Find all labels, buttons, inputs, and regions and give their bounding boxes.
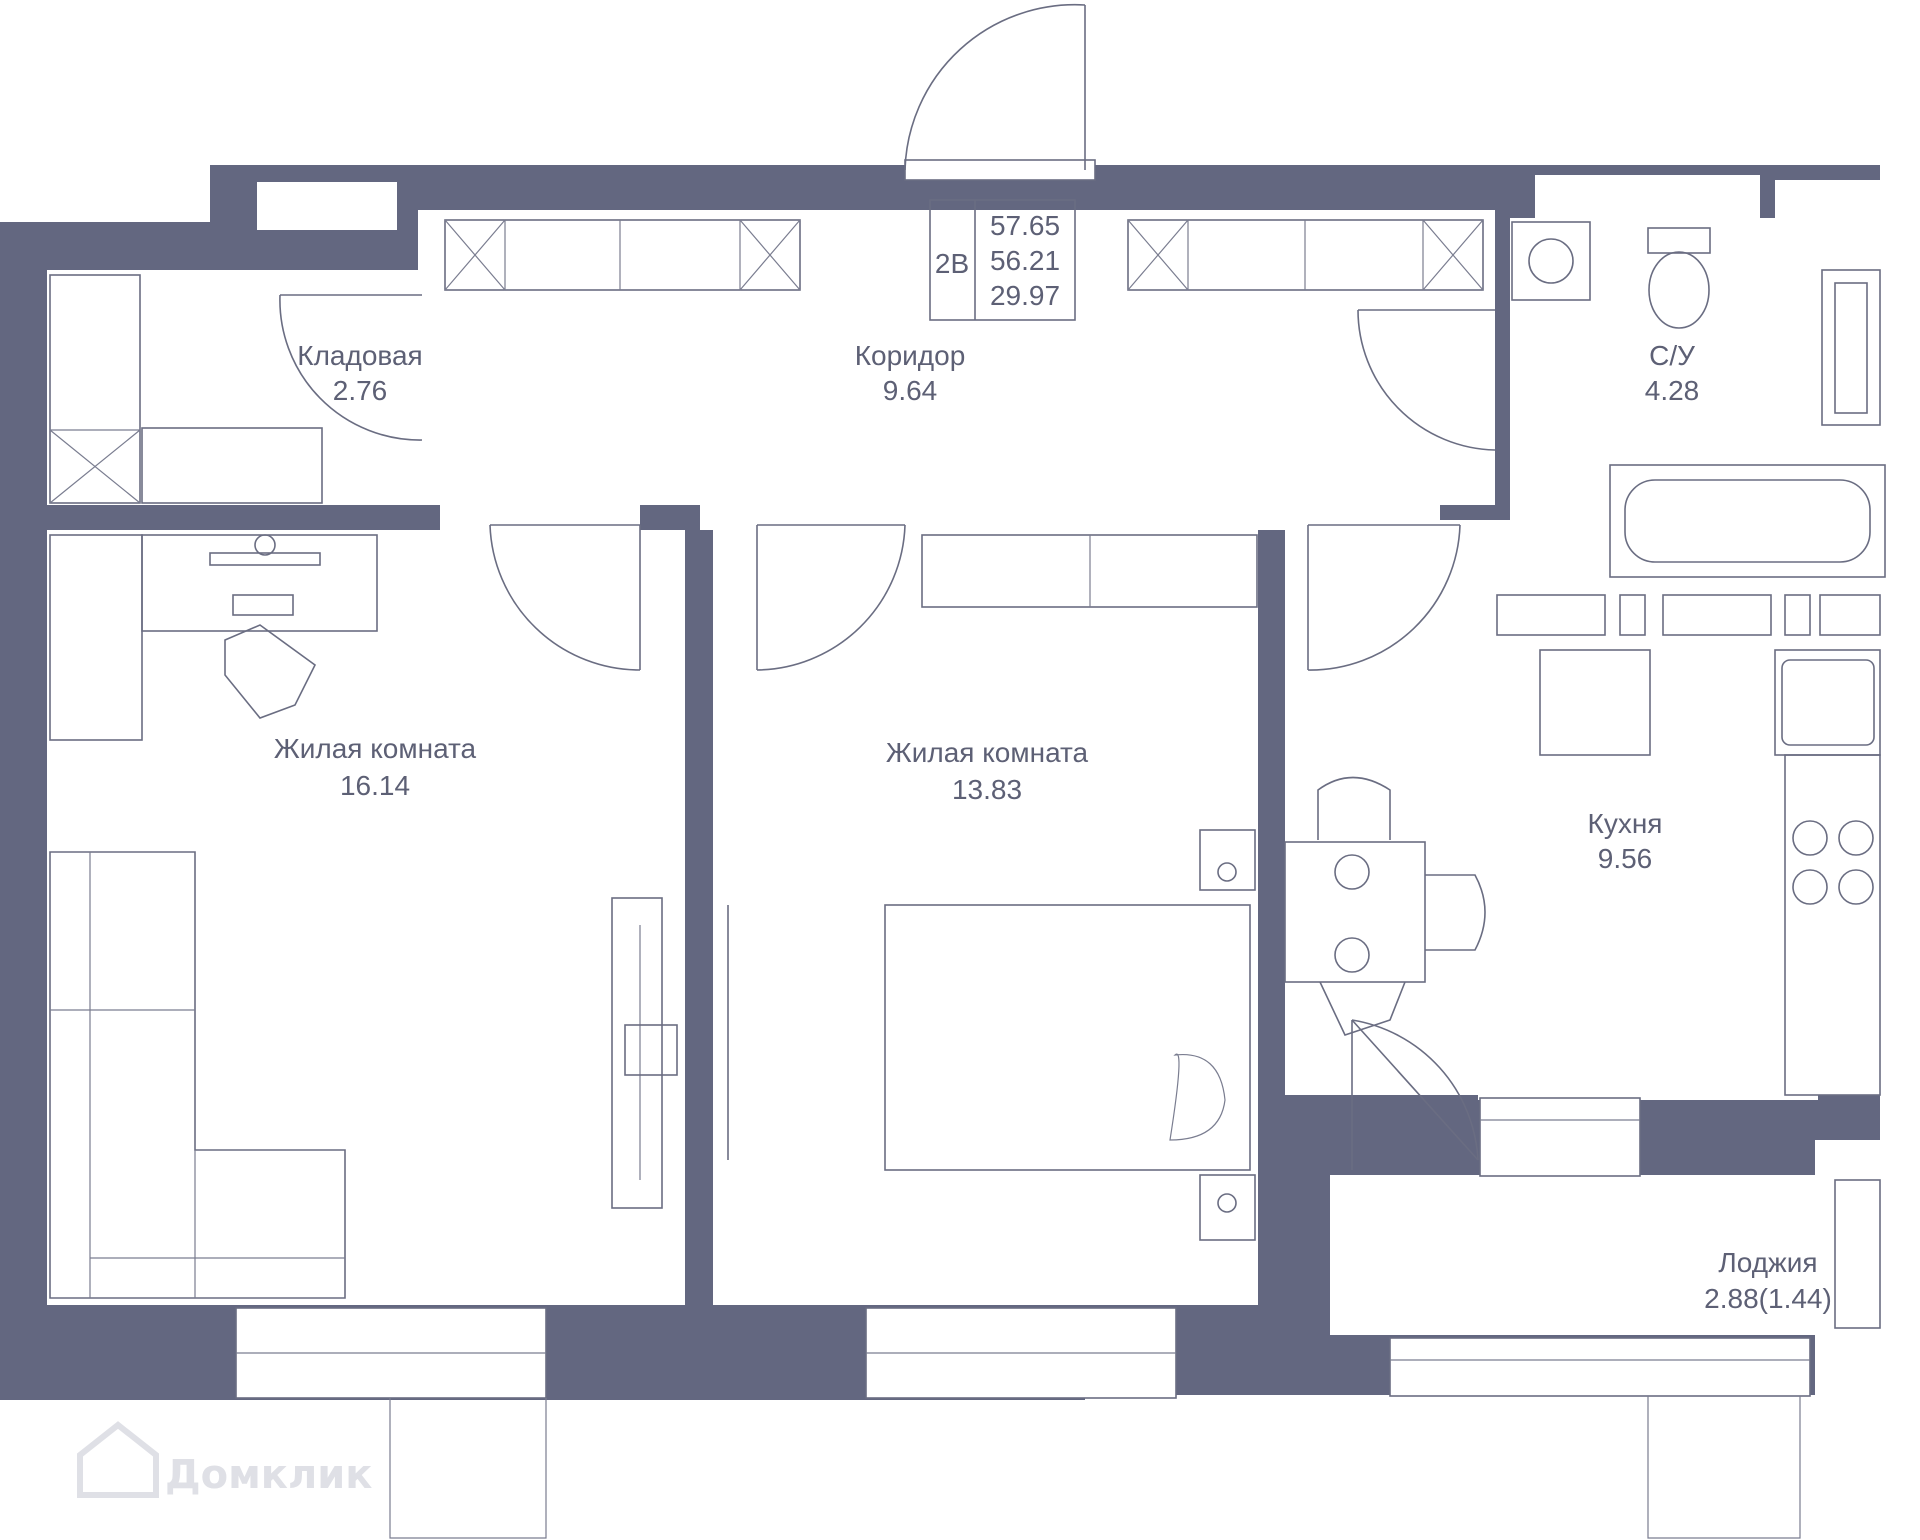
doors: [279, 3, 1496, 1170]
kitchen-area: 9.56: [1598, 843, 1653, 874]
bathroom-area: 4.28: [1645, 375, 1700, 406]
corridor-area: 9.64: [883, 375, 938, 406]
loggia-area: 2.88(1.44): [1704, 1283, 1832, 1314]
corridor-name: Коридор: [855, 340, 966, 371]
apartment-summary: 2В 57.65 56.21 29.97: [929, 199, 1076, 321]
living2-name: Жилая комната: [886, 737, 1089, 768]
room-floors: [47, 175, 1885, 1335]
loggia-name: Лоджия: [1718, 1247, 1817, 1278]
living2-area: 13.83: [952, 774, 1022, 805]
storage-area: 2.76: [333, 375, 388, 406]
living1-area: 16.14: [340, 770, 410, 801]
total-area: 57.65: [990, 210, 1060, 241]
storage-name: Кладовая: [297, 340, 422, 371]
bathroom-name: С/У: [1649, 340, 1695, 371]
house-icon: [77, 1421, 159, 1498]
apartment-type: 2В: [935, 248, 969, 279]
furniture: [49, 219, 1886, 1329]
living-area: 29.97: [990, 280, 1060, 311]
watermark: Домклик: [77, 1421, 372, 1498]
room-labels: Кладовая 2.76 Коридор 9.64 С/У 4.28 Жила…: [274, 340, 1832, 1314]
living1-name: Жилая комната: [274, 733, 477, 764]
watermark-text: Домклик: [165, 1452, 372, 1498]
windows: [235, 594, 1881, 1539]
living-total-area: 56.21: [990, 245, 1060, 276]
kitchen-name: Кухня: [1588, 808, 1663, 839]
